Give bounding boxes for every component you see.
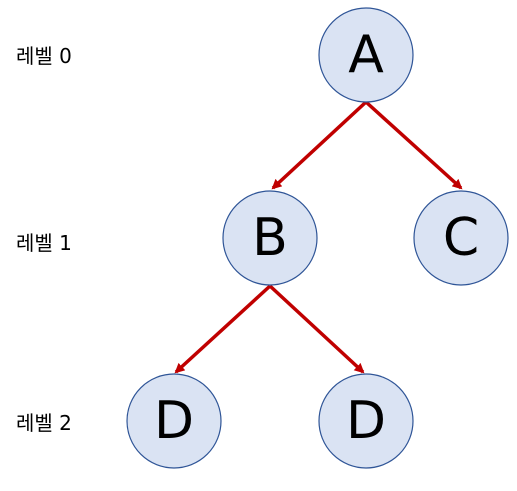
node-b: B: [222, 190, 318, 286]
level-1-label: 레벨 1: [16, 231, 72, 255]
node-c: C: [413, 190, 509, 286]
edge-b-d1: [174, 284, 272, 374]
node-a: A: [318, 7, 414, 103]
node-c-label: C: [443, 208, 479, 268]
level-2-label: 레벨 2: [16, 411, 72, 435]
node-d-left: D: [126, 373, 222, 469]
edge-a-c: [364, 100, 463, 190]
node-b-label: B: [252, 208, 288, 268]
edge-b-d2: [268, 284, 365, 374]
node-a-label: A: [348, 25, 384, 85]
level-0-label: 레벨 0: [16, 44, 72, 68]
edge-a-b: [271, 100, 368, 190]
node-d-left-label: D: [154, 391, 194, 451]
node-d-right-label: D: [346, 391, 386, 451]
node-d-right: D: [318, 373, 414, 469]
